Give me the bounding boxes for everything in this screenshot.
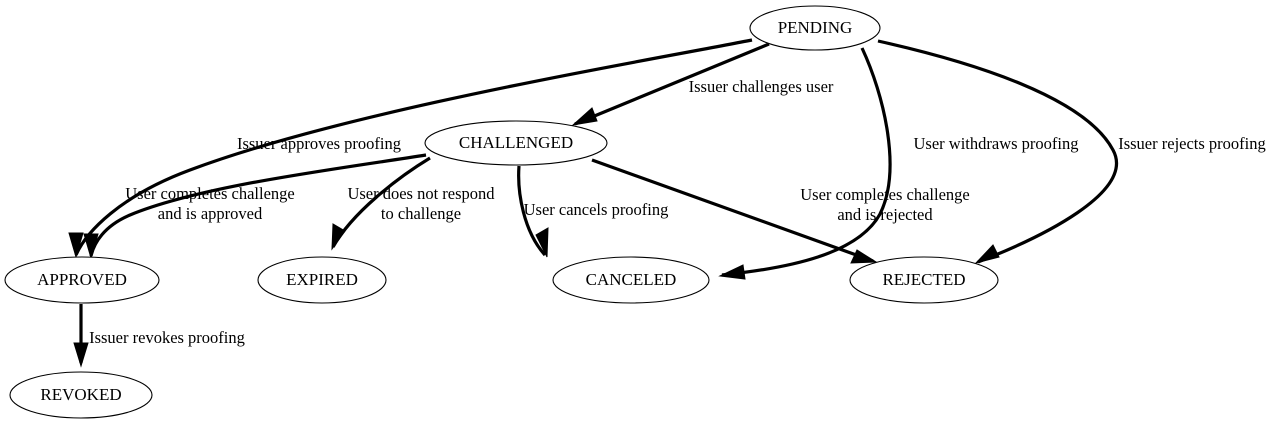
node-label-challenged: CHALLENGED bbox=[459, 133, 573, 152]
edge-pending-approved: Issuer approves proofing bbox=[68, 38, 753, 259]
edge-path-challenged-canceled bbox=[517, 165, 547, 257]
arrowhead-icon bbox=[535, 227, 549, 258]
node-ellipse-revoked[interactable] bbox=[9, 371, 153, 419]
arrowhead-icon bbox=[850, 249, 878, 264]
node-label-expired: EXPIRED bbox=[286, 270, 358, 289]
edge-label-pending-rejected: Issuer rejects proofing bbox=[1118, 134, 1266, 153]
node-approved[interactable]: APPROVED bbox=[4, 256, 160, 304]
node-label-canceled: CANCELED bbox=[586, 270, 677, 289]
edge-label-line: and is approved bbox=[158, 204, 263, 223]
edge-label-pending-canceled: User withdraws proofing bbox=[914, 134, 1079, 153]
edge-path-challenged-approved bbox=[89, 153, 427, 257]
node-ellipse-challenged[interactable] bbox=[424, 120, 608, 166]
node-label-approved: APPROVED bbox=[37, 270, 127, 289]
edge-label-line: User completes challenge bbox=[800, 185, 970, 204]
edge-path-pending-rejected bbox=[877, 39, 1118, 264]
edge-label-approved-revoked: Issuer revokes proofing bbox=[89, 328, 245, 347]
arrowhead-icon bbox=[331, 223, 346, 251]
edge-label-line: to challenge bbox=[381, 204, 461, 223]
edge-path-pending-canceled bbox=[721, 47, 892, 277]
node-ellipse-canceled[interactable] bbox=[552, 256, 710, 304]
node-label-pending: PENDING bbox=[778, 18, 853, 37]
node-label-rejected: REJECTED bbox=[882, 270, 965, 289]
edge-label-challenged-canceled: User cancels proofing bbox=[524, 200, 669, 219]
node-ellipse-expired[interactable] bbox=[257, 256, 387, 304]
nodes-layer: PENDING CHALLENGED APPROVED EXPIRED CANCELED… bbox=[4, 5, 999, 419]
edge-challenged-canceled: User cancels proofing bbox=[517, 165, 669, 258]
arrowhead-icon bbox=[974, 244, 1000, 264]
edge-pending-canceled: User withdraws proofing bbox=[718, 47, 1079, 280]
edge-label-pending-challenged: Issuer challenges user bbox=[689, 77, 834, 96]
edge-pending-challenged: Issuer challenges user bbox=[571, 42, 834, 126]
edge-label-line: and is rejected bbox=[837, 205, 933, 224]
arrowhead-icon bbox=[83, 233, 99, 260]
edge-label-line: User does not respond bbox=[347, 184, 495, 203]
node-pending[interactable]: PENDING bbox=[749, 5, 881, 51]
node-ellipse-pending[interactable] bbox=[749, 5, 881, 51]
node-canceled[interactable]: CANCELED bbox=[552, 256, 710, 304]
node-rejected[interactable]: REJECTED bbox=[849, 256, 999, 304]
edges-layer: Issuer approves proofing Issuer challenge… bbox=[68, 38, 1266, 368]
edge-path-pending-approved bbox=[74, 38, 753, 256]
arrowhead-icon bbox=[571, 107, 598, 126]
edge-label-line: User completes challenge bbox=[125, 184, 295, 203]
node-challenged[interactable]: CHALLENGED bbox=[424, 120, 608, 166]
node-revoked[interactable]: REVOKED bbox=[9, 371, 153, 419]
node-expired[interactable]: EXPIRED bbox=[257, 256, 387, 304]
edge-path-challenged-rejected bbox=[591, 158, 874, 263]
edge-path-pending-challenged bbox=[574, 42, 770, 126]
node-ellipse-rejected[interactable] bbox=[849, 256, 999, 304]
arrowhead-icon bbox=[68, 232, 84, 259]
arrowhead-icon bbox=[73, 342, 89, 368]
node-label-revoked: REVOKED bbox=[40, 385, 121, 404]
edge-pending-rejected: Issuer rejects proofing bbox=[877, 39, 1266, 264]
node-ellipse-approved[interactable] bbox=[4, 256, 160, 304]
edge-label-pending-approved: Issuer approves proofing bbox=[237, 134, 401, 153]
edge-approved-revoked: Issuer revokes proofing bbox=[73, 304, 245, 368]
arrowhead-icon bbox=[718, 264, 746, 280]
